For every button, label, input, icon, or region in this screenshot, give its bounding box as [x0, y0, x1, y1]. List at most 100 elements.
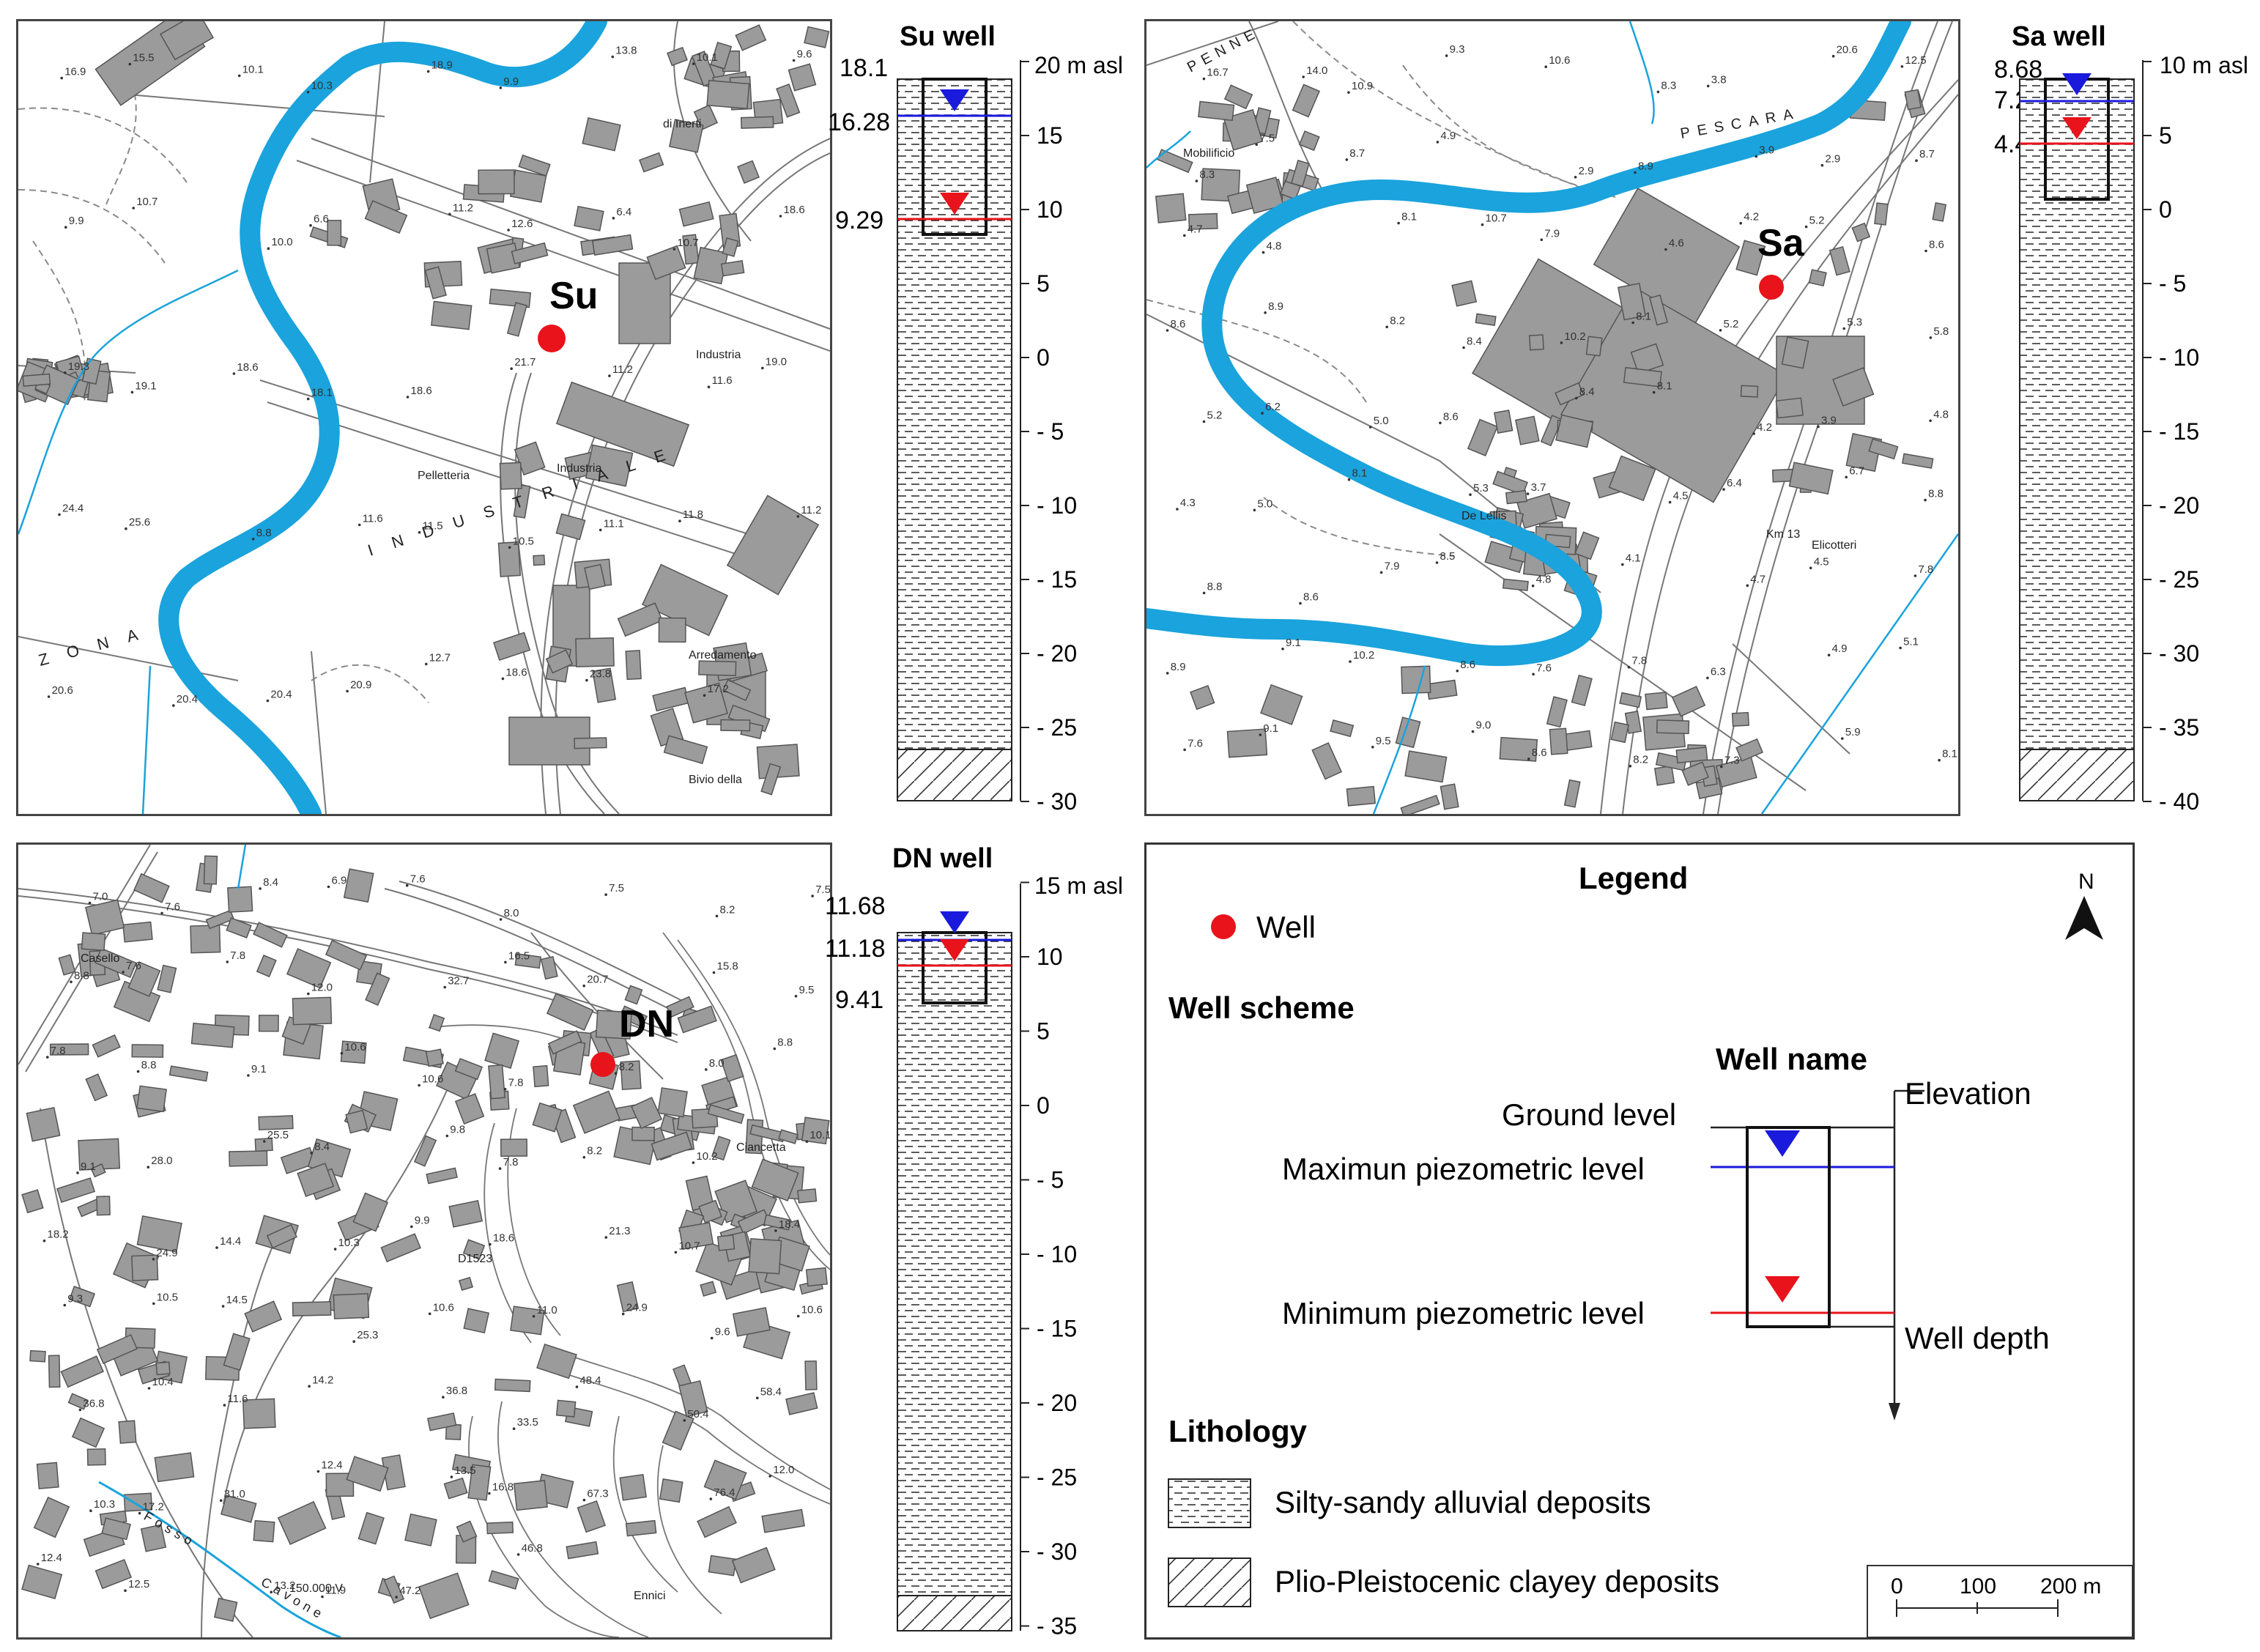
elevation-value: 10.3	[311, 80, 333, 92]
building	[510, 1305, 545, 1336]
building	[26, 1107, 61, 1142]
elevation-value: 13.5	[454, 1464, 475, 1477]
well-marker-su[interactable]	[538, 325, 566, 352]
building	[489, 288, 532, 308]
elevation-value: 8.9	[1638, 160, 1653, 173]
building	[1571, 674, 1593, 707]
building	[71, 1417, 105, 1448]
elevation-dot	[136, 1070, 140, 1073]
elevation-dot	[1435, 561, 1439, 564]
building	[190, 1022, 235, 1048]
elevation-value: 24.4	[62, 502, 84, 514]
building	[96, 1334, 138, 1365]
elevation-value: 8.1	[1657, 380, 1672, 393]
building	[1874, 202, 1889, 226]
building	[547, 1030, 582, 1055]
building	[740, 116, 774, 129]
well-marker-dn[interactable]	[590, 1052, 615, 1077]
elevation-dot	[692, 1161, 695, 1164]
elevation-value: 7.9	[1544, 227, 1560, 240]
building	[413, 1135, 437, 1167]
elevation-value: 7.0	[93, 891, 108, 903]
elevation-value: 8.6	[1303, 591, 1319, 604]
building	[1404, 750, 1448, 783]
road-label-zona: ZONA	[37, 621, 158, 670]
building	[488, 1064, 506, 1100]
place-label: Industria	[696, 349, 741, 361]
building	[760, 763, 782, 796]
building	[706, 80, 750, 110]
elevation-value: 20.7	[587, 974, 608, 986]
elevation-dot	[147, 1387, 151, 1390]
elevation-value: 11.6	[363, 513, 383, 525]
building	[429, 1014, 445, 1032]
elevation-value: 4.2	[1744, 211, 1759, 223]
building	[486, 1521, 514, 1535]
elevation-value: 7.6	[165, 901, 180, 914]
stream	[141, 665, 152, 814]
building	[677, 1005, 717, 1034]
elevation-value: 10.2	[1564, 330, 1585, 343]
elevation-value: 5.1	[1903, 635, 1919, 648]
building	[574, 737, 607, 749]
buildings	[18, 21, 830, 796]
building	[364, 200, 408, 234]
elevation-value: 8.6	[1929, 239, 1944, 251]
elevation-dot	[1924, 498, 1927, 502]
min-level-value-su: 9.29	[835, 207, 883, 234]
elevation-value: 32.7	[448, 975, 469, 988]
well-marker-sa[interactable]	[1759, 275, 1784, 300]
legend-canvas: Legend N Well Well scheme Well name Elev…	[1168, 861, 2133, 1637]
building	[365, 972, 390, 1006]
elevation-dot	[673, 248, 676, 251]
elevation-value: 10.6	[422, 1073, 443, 1086]
elevation-value: 8.8	[74, 969, 89, 982]
building	[584, 563, 606, 590]
elevation-dot	[489, 1242, 492, 1246]
building	[1735, 240, 1766, 276]
building	[698, 1199, 722, 1224]
building	[500, 1138, 528, 1157]
building	[555, 513, 586, 541]
building	[123, 1492, 153, 1512]
min-level-value-dn: 9.41	[835, 986, 883, 1014]
elevation-value: 8.5	[1440, 550, 1456, 563]
place-label: Bivio della	[689, 774, 742, 786]
elevation-dot	[1302, 75, 1305, 78]
elevation-dot	[604, 893, 607, 896]
elevation-dot	[761, 366, 764, 370]
building	[404, 1513, 437, 1547]
building	[229, 1150, 268, 1167]
building	[631, 1097, 663, 1130]
elevation-dot	[138, 1511, 141, 1515]
building	[136, 1085, 167, 1113]
building	[804, 26, 830, 48]
elevation-dot	[705, 1068, 708, 1071]
well-log-sa: Sa well 8.68 7.28 4.41 10 m asl 50- 5- 1…	[1994, 21, 2248, 815]
building	[1401, 665, 1431, 694]
elevation-dot	[340, 1052, 344, 1055]
elevation-dot	[219, 1499, 223, 1502]
building	[1492, 470, 1528, 496]
elevation-value: 19.0	[766, 355, 787, 368]
axis-tick-label: - 5	[1037, 1167, 1064, 1193]
building	[1198, 100, 1235, 122]
elevation-dot	[147, 1166, 150, 1168]
well-log-dn: DN well 11.68 11.18 9.41 15 m asl 1050- …	[825, 843, 1123, 1640]
building	[511, 242, 549, 264]
place-labels: IndustriaIndustriaPelletteriaArredamento…	[418, 118, 757, 786]
elevation-dot	[1202, 420, 1206, 423]
elevation-value: 8.4	[1467, 336, 1482, 348]
elevation-dot	[1664, 248, 1667, 251]
building	[697, 1505, 737, 1538]
building	[700, 1281, 717, 1297]
elevation-value: 8.0	[709, 1057, 725, 1070]
building	[1832, 367, 1875, 407]
elevation-dot	[612, 217, 615, 220]
building	[244, 1300, 283, 1333]
building	[1346, 785, 1377, 807]
